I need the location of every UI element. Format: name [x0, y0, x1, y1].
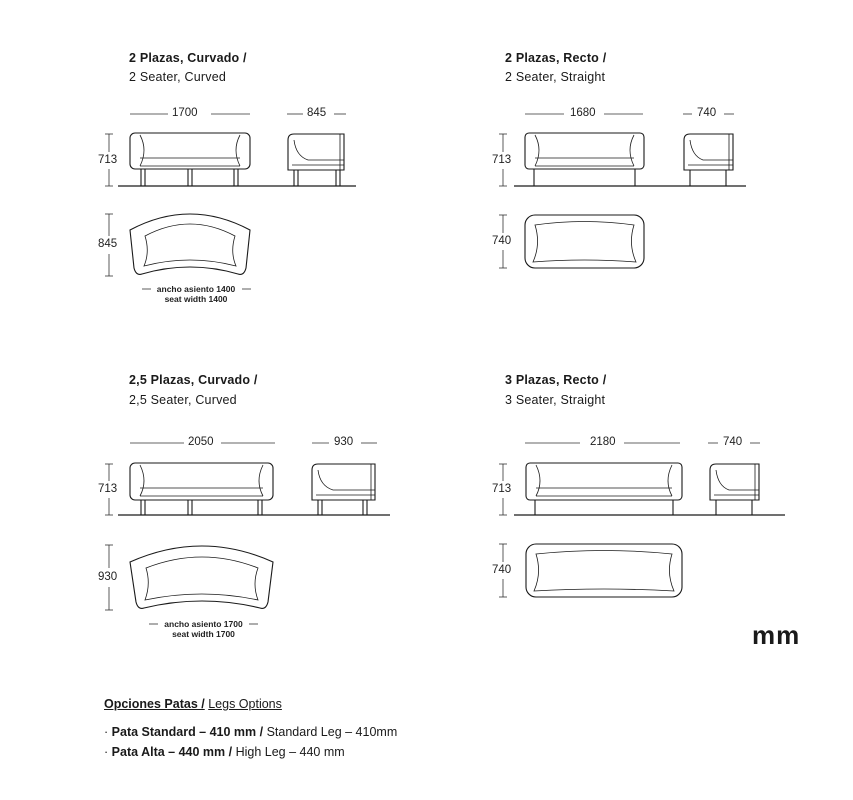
diagram-4-subtitle: 3 Seater, Straight: [505, 393, 606, 407]
diagram-2-title: 2 Plazas, Recto /: [505, 51, 607, 65]
legs-title-en: Legs Options: [208, 697, 282, 711]
leg-option-standard-en: Standard Leg – 410mm: [266, 725, 398, 739]
diagram-3-seat-note-es: ancho asiento 1700: [164, 619, 243, 629]
legs-title-es: Opciones Patas /: [104, 697, 205, 711]
diagram-2-front-width: 1680: [570, 107, 596, 119]
diagram-1-seat-note-es: ancho asiento 1400: [156, 284, 236, 294]
diagram-3-subtitle: 2,5 Seater, Curved: [129, 393, 237, 407]
diagram-1-title: 2 Plazas, Curvado /: [129, 51, 247, 65]
diagram-3-title: 2,5 Plazas, Curvado /: [129, 373, 258, 387]
diagram-2-side-depth: 740: [697, 107, 717, 119]
legs-options-heading: Opciones Patas / Legs Options: [104, 697, 282, 711]
unit-label: mm: [752, 620, 801, 650]
diagram-3-front-width: 2050: [188, 436, 214, 448]
diagram-1-front-width: 1700: [172, 107, 198, 119]
leg-option-high-en: High Leg – 440 mm: [235, 745, 345, 759]
diagram-3-plan-depth: 930: [98, 571, 118, 583]
leg-bullet: ·: [104, 725, 109, 739]
diagram-1-height: 713: [98, 154, 118, 166]
diagram-1-side-depth: 845: [307, 107, 327, 119]
diagram-2-plan-depth: 740: [492, 235, 512, 247]
diagram-1-lines: [105, 113, 356, 290]
leg-option-standard: · Pata Standard – 410 mm / Standard Leg …: [104, 725, 397, 739]
diagram-3-lines: [105, 442, 390, 625]
diagram-1-subtitle: 2 Seater, Curved: [129, 70, 227, 84]
diagram-3-side-depth: 930: [334, 436, 354, 448]
diagram-3-height: 713: [98, 483, 118, 495]
diagram-4-plan-depth: 740: [492, 564, 512, 576]
diagram-3-seat-note-en: seat width 1700: [172, 629, 235, 639]
diagram-2-lines: [499, 113, 746, 269]
diagram-1-plan-depth: 845: [98, 238, 118, 250]
diagram-2-subtitle: 2 Seater, Straight: [505, 70, 606, 84]
diagram-4-lines: [499, 442, 785, 598]
diagram-1-seat-note-en: seat width 1400: [164, 294, 228, 304]
diagram-2-height: 713: [492, 154, 512, 166]
diagram-4-front-width: 2180: [590, 436, 616, 448]
leg-option-standard-es: Pata Standard – 410 mm /: [111, 725, 264, 739]
diagram-4-side-depth: 740: [723, 436, 743, 448]
diagram-4-height: 713: [492, 483, 512, 495]
diagram-4-title: 3 Plazas, Recto /: [505, 373, 607, 387]
leg-option-high-es: Pata Alta – 440 mm /: [111, 745, 233, 759]
leg-bullet: ·: [104, 745, 109, 759]
leg-option-high: · Pata Alta – 440 mm / High Leg – 440 mm: [104, 745, 345, 759]
